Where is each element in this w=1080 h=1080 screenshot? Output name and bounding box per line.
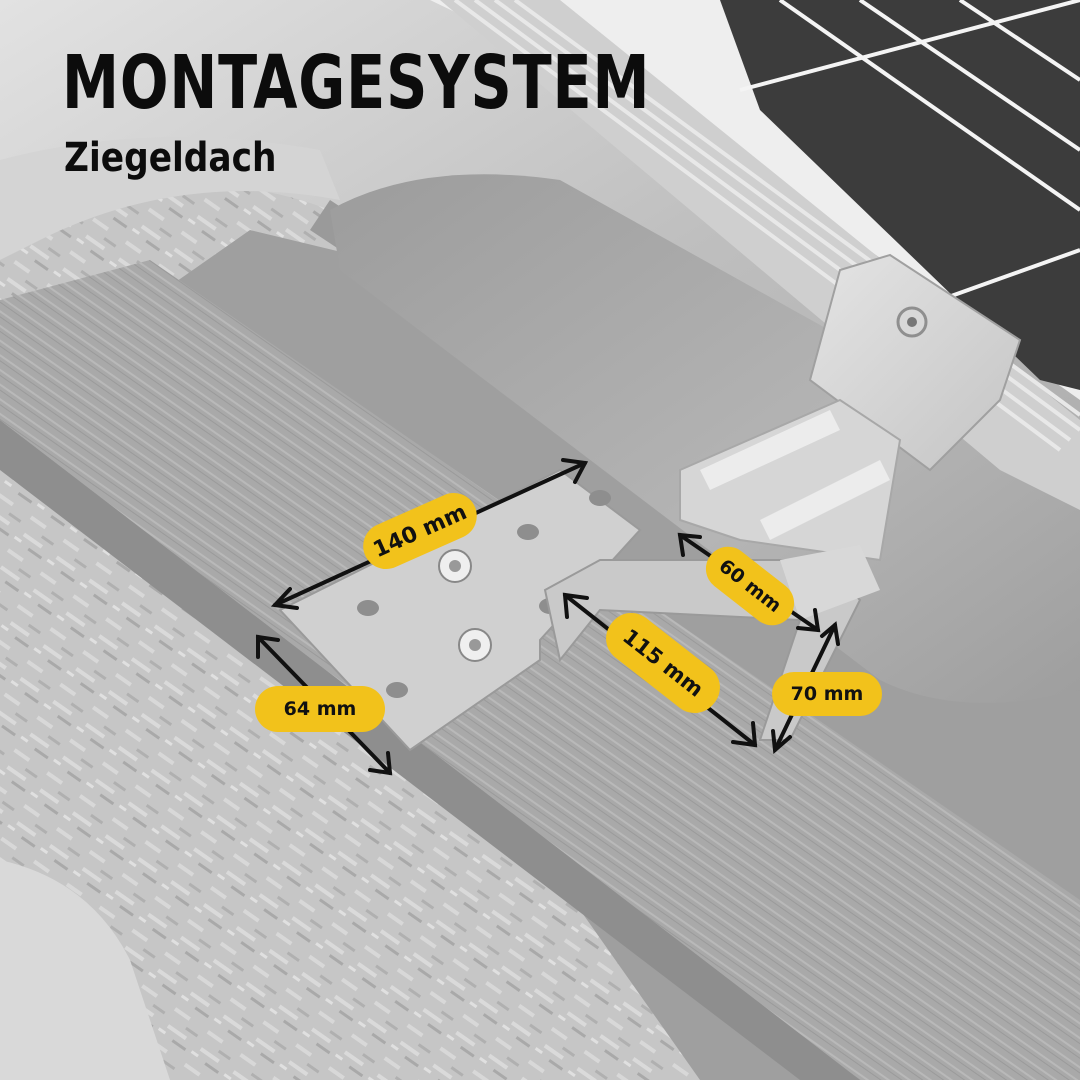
- roof-tile-lower: [0, 860, 170, 1080]
- screw: [438, 549, 472, 583]
- page-title: MONTAGESYSTEM: [62, 40, 651, 126]
- screw: [458, 628, 492, 662]
- dimension-label-64mm: 64 mm: [255, 686, 385, 732]
- dimension-label-70mm: 70 mm: [772, 672, 882, 716]
- wooden-batten: [0, 260, 1080, 1080]
- roof-hook: [278, 468, 642, 752]
- dimension-arrows: [256, 458, 840, 776]
- page-subtitle: Ziegeldach: [64, 135, 277, 181]
